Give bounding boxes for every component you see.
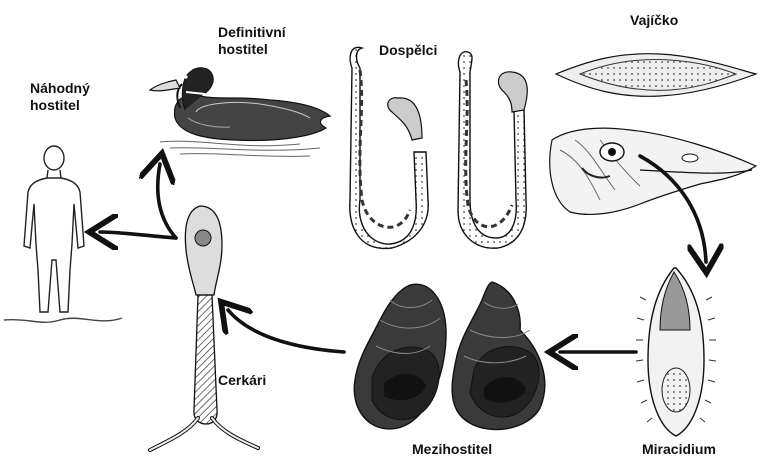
arrow-cercaria-to-duck xyxy=(158,164,176,238)
egg-illustration xyxy=(556,54,756,97)
definitive-host-line2: hostitel xyxy=(218,41,286,58)
bird-head-illustration xyxy=(550,128,756,214)
definitive-host-line1: Definitivní xyxy=(218,24,286,41)
cercaria-label: Cerkári xyxy=(218,372,266,389)
accidental-host-line2: hostitel xyxy=(30,97,90,114)
egg-label: Vajíčko xyxy=(630,12,678,29)
cercaria-illustration xyxy=(150,206,258,450)
human-silhouette xyxy=(4,146,122,322)
arrow-cercaria-to-human xyxy=(100,232,176,238)
snail-right-illustration xyxy=(452,282,545,430)
intermediate-host-label: Mezihostitel xyxy=(412,441,492,458)
adults-label: Dospělci xyxy=(379,42,437,59)
miracidium-label: Miracidium xyxy=(642,441,716,458)
definitive-host-label: Definitivní hostitel xyxy=(218,24,286,58)
accidental-host-line1: Náhodný xyxy=(30,80,90,97)
duck-illustration xyxy=(150,68,330,157)
arrow-snail-to-cercaria xyxy=(228,310,344,352)
miracidium-illustration xyxy=(636,268,716,436)
accidental-host-label: Náhodný hostitel xyxy=(30,80,90,114)
adult-flukes-illustration xyxy=(350,47,527,248)
snail-left-illustration xyxy=(354,284,446,429)
